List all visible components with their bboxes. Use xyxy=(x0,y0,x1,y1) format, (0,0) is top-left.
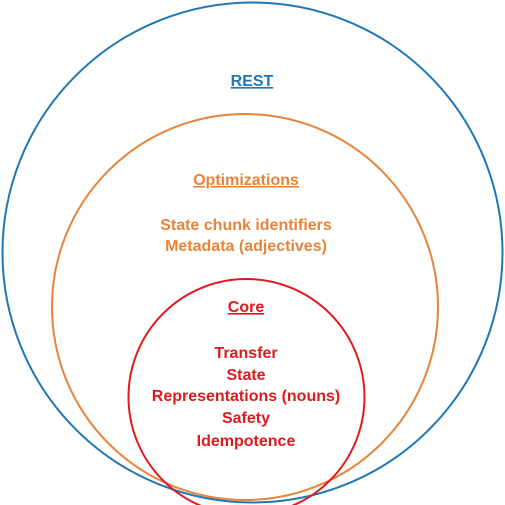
rest-title: REST xyxy=(231,73,274,90)
core-item: State xyxy=(226,367,265,384)
core-title: Core xyxy=(228,299,265,316)
core-circle xyxy=(127,278,366,505)
optimizations-circle xyxy=(51,113,439,501)
core-item: Idempotence xyxy=(197,433,296,450)
core-item: Safety xyxy=(222,410,270,427)
optimizations-item: Metadata (adjectives) xyxy=(165,238,327,255)
optimizations-item: State chunk identifiers xyxy=(160,217,332,234)
core-item: Transfer xyxy=(214,345,277,362)
optimizations-title: Optimizations xyxy=(193,172,299,189)
core-item: Representations (nouns) xyxy=(152,388,340,405)
